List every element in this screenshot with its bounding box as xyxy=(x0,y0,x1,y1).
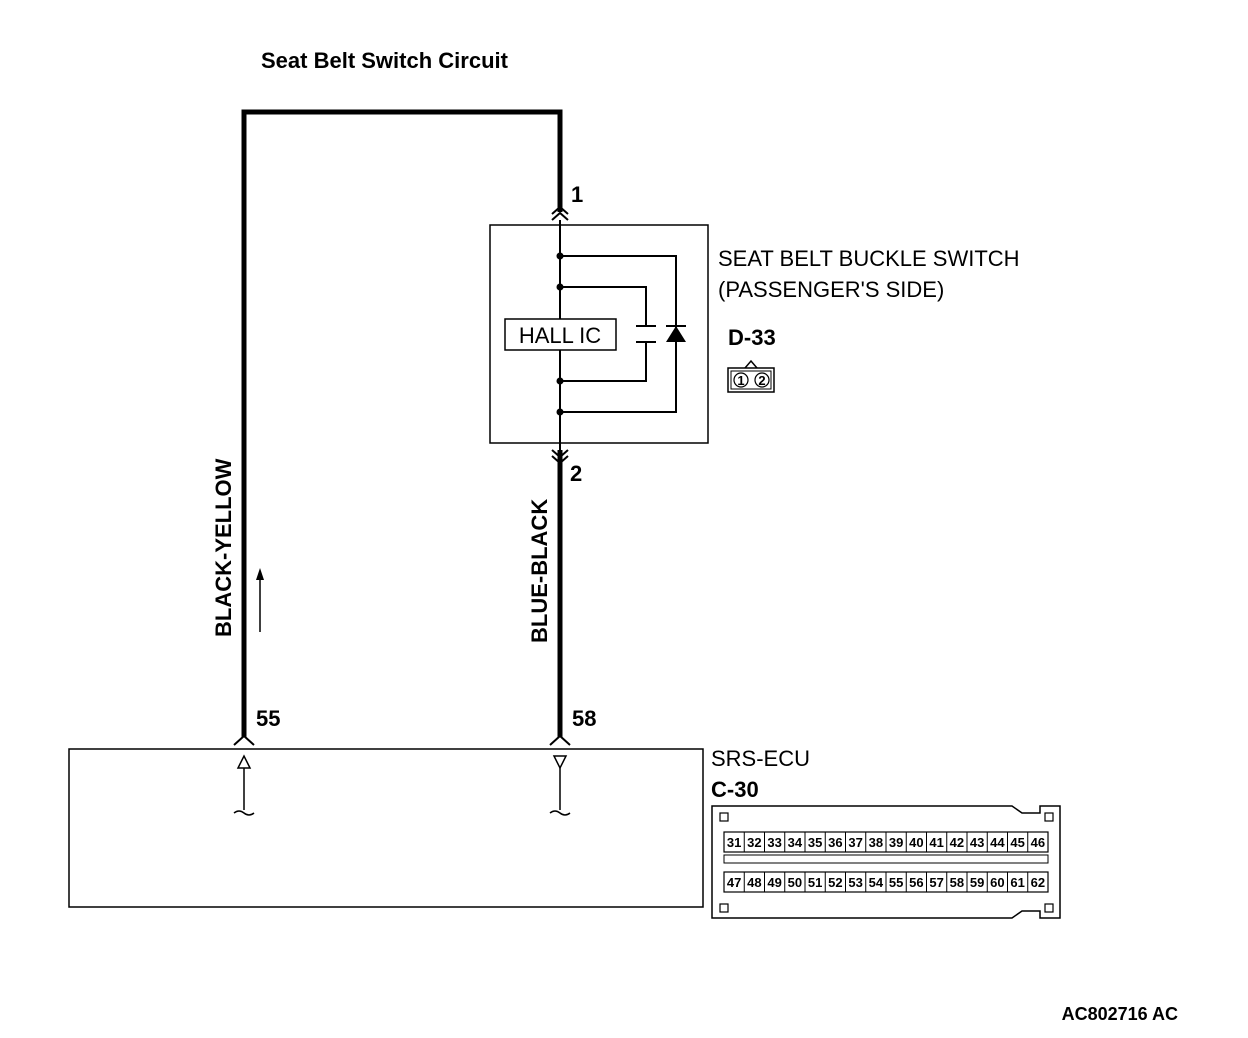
d33-pin-2: 2 xyxy=(758,373,765,388)
diode-icon xyxy=(666,326,686,342)
switch-connector-id: D-33 xyxy=(728,325,776,350)
c30-pin-cell: 43 xyxy=(970,835,984,850)
c30-pin-cell: 36 xyxy=(828,835,842,850)
c30-pin-cell: 49 xyxy=(767,875,781,890)
harness-wires xyxy=(241,109,563,737)
figure-id: AC802716 AC xyxy=(1062,1004,1178,1024)
diagram-title: Seat Belt Switch Circuit xyxy=(261,48,509,73)
wire-color-left: BLACK-YELLOW xyxy=(211,458,236,637)
c30-pin-cell: 32 xyxy=(747,835,761,850)
c30-pin-cell: 31 xyxy=(727,835,741,850)
c30-pin-cell: 46 xyxy=(1031,835,1045,850)
c30-pin-cell: 39 xyxy=(889,835,903,850)
c30-pin-cell: 57 xyxy=(929,875,943,890)
hall-ic-box xyxy=(504,318,617,351)
c30-pin-cell: 38 xyxy=(869,835,883,850)
d33-connector-icon: 1 2 xyxy=(727,359,775,393)
c30-pin-cell: 40 xyxy=(909,835,923,850)
seat-belt-buckle-switch: HALL IC xyxy=(489,220,709,450)
c30-pin-cell: 59 xyxy=(970,875,984,890)
ecu-pin-58-label: 58 xyxy=(572,706,596,731)
wire-color-right: BLUE-BLACK xyxy=(527,499,552,643)
c30-pin-cell: 41 xyxy=(929,835,943,850)
c30-pin-cell: 53 xyxy=(848,875,862,890)
c30-pin-cell: 45 xyxy=(1010,835,1024,850)
c30-pin-cell: 54 xyxy=(869,875,884,890)
c30-pin-cell: 50 xyxy=(788,875,802,890)
switch-box xyxy=(489,224,709,444)
c30-pin-cell: 52 xyxy=(828,875,842,890)
c30-pin-cell: 37 xyxy=(848,835,862,850)
c30-pin-cell: 51 xyxy=(808,875,822,890)
switch-name-line1: SEAT BELT BUCKLE SWITCH xyxy=(718,246,1020,271)
d33-pin-1: 1 xyxy=(737,373,744,388)
current-flow-arrow-icon xyxy=(256,568,264,632)
c30-pin-cell: 42 xyxy=(950,835,964,850)
switch-connector-marks xyxy=(551,205,569,465)
c30-pin-cell: 33 xyxy=(767,835,781,850)
ecu-pin-55-label: 55 xyxy=(256,706,280,731)
c30-pin-cell: 60 xyxy=(990,875,1004,890)
hall-ic-label: HALL IC xyxy=(519,323,601,348)
black-yellow-wire xyxy=(241,109,563,737)
c30-pin-cell: 47 xyxy=(727,875,741,890)
output-arrow-icon xyxy=(552,755,568,770)
c30-pin-cell: 48 xyxy=(747,875,761,890)
srs-ecu xyxy=(68,748,704,908)
c30-pin-cell: 61 xyxy=(1010,875,1024,890)
c30-pin-cell: 44 xyxy=(990,835,1005,850)
c30-pin-cell: 55 xyxy=(889,875,903,890)
ecu-connector-marks xyxy=(233,734,571,746)
c30-pin-cell: 58 xyxy=(950,875,964,890)
ecu-connector-id: C-30 xyxy=(711,777,759,802)
input-arrow-icon xyxy=(236,754,252,769)
ecu-box xyxy=(68,748,704,908)
c30-connector-icon: 31 32 33 34 35 36 37 38 39 40 41 42 43 44 45 46 47 48 49 50… xyxy=(711,805,1061,919)
ecu-name: SRS-ECU xyxy=(711,746,810,771)
c30-pin-cell: 56 xyxy=(909,875,923,890)
switch-pin-1-label: 1 xyxy=(571,182,583,207)
c30-pin-cell: 34 xyxy=(788,835,803,850)
switch-name-line2: (PASSENGER'S SIDE) xyxy=(718,277,944,302)
switch-pin-2-label: 2 xyxy=(570,461,582,486)
c30-pin-cell: 35 xyxy=(808,835,822,850)
c30-pin-cell: 62 xyxy=(1031,875,1045,890)
